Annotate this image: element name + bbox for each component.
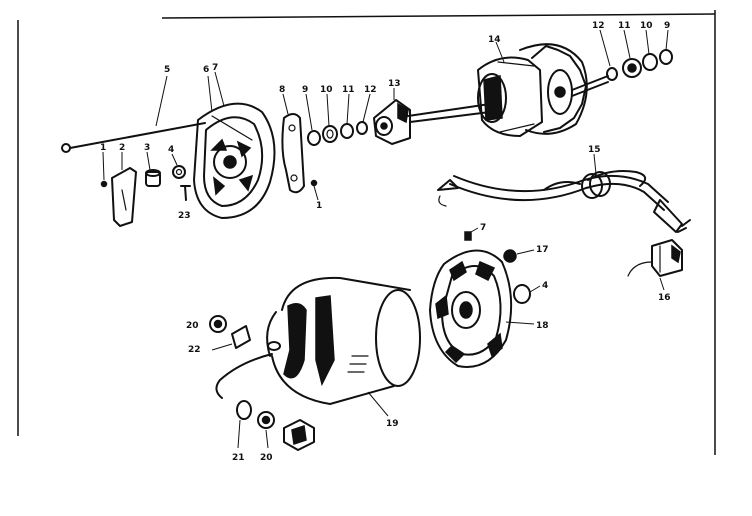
screw-7-right [464,227,479,241]
label-11-left: 11 [342,85,355,95]
washer-20-bottom [257,411,275,449]
label-20-top: 20 [186,321,199,331]
label-14: 14 [488,35,501,45]
washer-20-top [209,315,227,333]
bearing-housing-13 [373,88,411,145]
washer-4-right [513,284,541,304]
through-bolt [61,75,206,153]
washer-10-left [322,93,338,143]
clip-22 [211,325,251,351]
armature-14 [407,41,609,137]
label-7-right: 7 [480,223,486,233]
label-1-right: 1 [316,201,322,211]
frame-lines [17,10,716,455]
washer-11-left [340,93,354,139]
label-15: 15 [588,145,601,155]
label-20-bottom: 20 [260,453,273,463]
label-3: 3 [144,143,150,153]
label-23: 23 [178,211,191,221]
label-16: 16 [658,293,671,303]
label-21: 21 [232,453,245,463]
screw-23 [180,185,191,201]
label-1-left: 1 [100,143,106,153]
washer-9-left [305,93,321,146]
bushing-3 [145,151,161,187]
end-bell-right-18 [429,249,535,368]
label-19: 19 [386,419,399,429]
label-9-right: 9 [664,21,670,31]
terminal-block [283,419,315,451]
end-bell-left [193,71,276,219]
label-18: 18 [536,321,549,331]
washer-11-right [622,29,642,78]
label-13: 13 [388,79,401,89]
label-7-top: 7 [212,63,218,73]
washer-4-left [171,153,186,179]
label-12-right: 12 [592,21,605,31]
field-housing-19 [215,276,421,417]
washer-10-right [642,29,658,71]
washer-12-right [599,29,618,81]
screw-1-right [310,179,319,201]
label-12-left: 12 [364,85,377,95]
power-cord-15 [437,153,691,233]
label-11-right: 11 [618,21,631,31]
bracket-8 [281,93,305,194]
washer-21 [236,400,252,449]
label-10-left: 10 [320,85,333,95]
label-17: 17 [536,245,549,255]
label-8: 8 [279,85,285,95]
nut-17 [503,249,535,263]
brush-plate-2 [111,152,137,227]
washer-12-left [356,93,371,135]
label-4-right: 4 [542,281,548,291]
label-22: 22 [188,345,201,355]
label-2: 2 [119,143,125,153]
switch-16 [627,239,683,291]
washer-9-right [659,29,673,65]
label-6: 6 [203,65,209,75]
label-5: 5 [164,65,170,75]
screw-1-left [100,151,108,188]
part-labels: 5 6 7 1 2 3 4 23 8 9 10 11 12 13 1 14 12… [100,21,671,463]
label-4-left: 4 [168,145,174,155]
label-10-right: 10 [640,21,653,31]
label-9-left: 9 [302,85,308,95]
